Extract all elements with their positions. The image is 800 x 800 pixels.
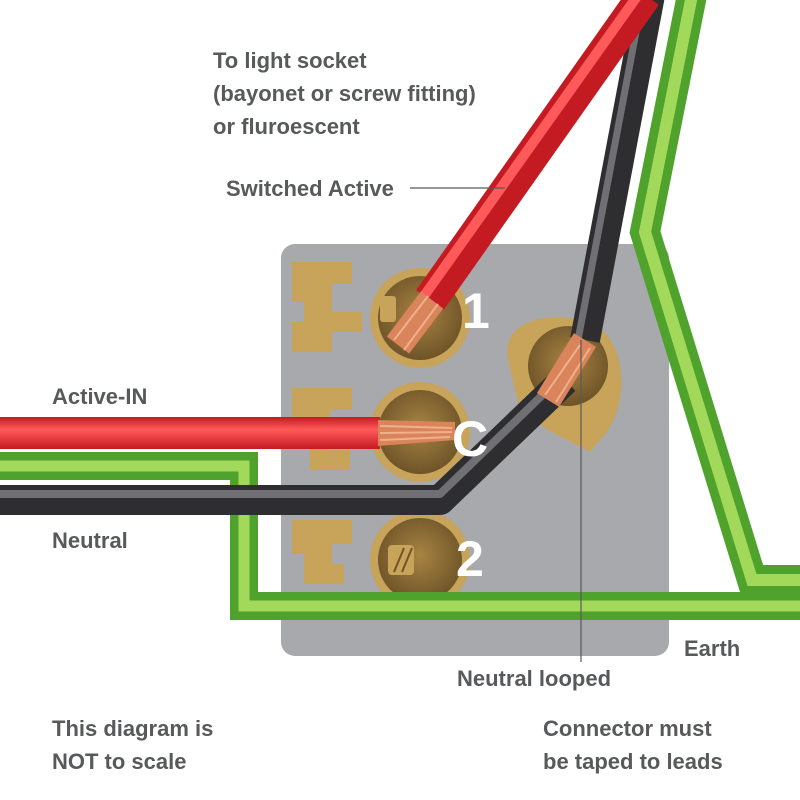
earth-label: Earth xyxy=(684,636,741,661)
terminal-2 xyxy=(370,510,470,610)
not-to-scale-line-2: NOT to scale xyxy=(52,749,187,774)
terminal-clamp-1 xyxy=(292,262,362,352)
neutral-label: Neutral xyxy=(52,528,128,553)
terminal-1-number: 1 xyxy=(462,283,490,339)
switched-active-wire xyxy=(380,0,659,354)
terminal-2-number: 2 xyxy=(456,531,484,587)
light-socket-line-1: To light socket xyxy=(213,48,367,73)
terminal-clamp-2 xyxy=(292,520,352,584)
terminal-c-label: C xyxy=(452,411,488,467)
connector-note-line-1: Connector must xyxy=(543,716,712,741)
connector-note-line-2: be taped to leads xyxy=(543,749,723,774)
light-socket-line-2: (bayonet or screw fitting) xyxy=(213,81,476,106)
neutral-wire xyxy=(0,0,665,515)
light-socket-line-3: or fluroescent xyxy=(213,114,360,139)
not-to-scale-note: This diagram is NOT to scale xyxy=(52,712,213,778)
active-in-wire xyxy=(0,417,455,449)
connector-tape-note: Connector must be taped to leads xyxy=(543,712,723,778)
light-socket-label: To light socket (bayonet or screw fittin… xyxy=(213,44,476,143)
switched-active-label: Switched Active xyxy=(226,176,394,201)
not-to-scale-line-1: This diagram is xyxy=(52,716,214,741)
active-in-label: Active-IN xyxy=(52,384,148,409)
neutral-looped-label: Neutral looped xyxy=(457,666,612,691)
